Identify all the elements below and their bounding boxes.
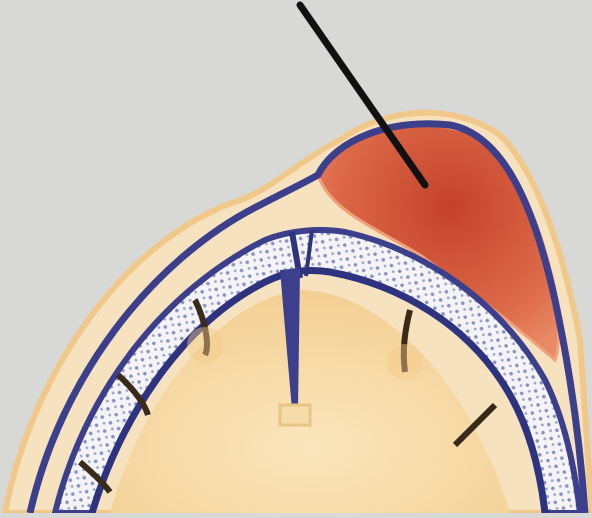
gyrus-shadow-1 <box>187 327 223 363</box>
gyrus-shadow-2 <box>387 344 423 380</box>
falx-base <box>280 405 310 425</box>
